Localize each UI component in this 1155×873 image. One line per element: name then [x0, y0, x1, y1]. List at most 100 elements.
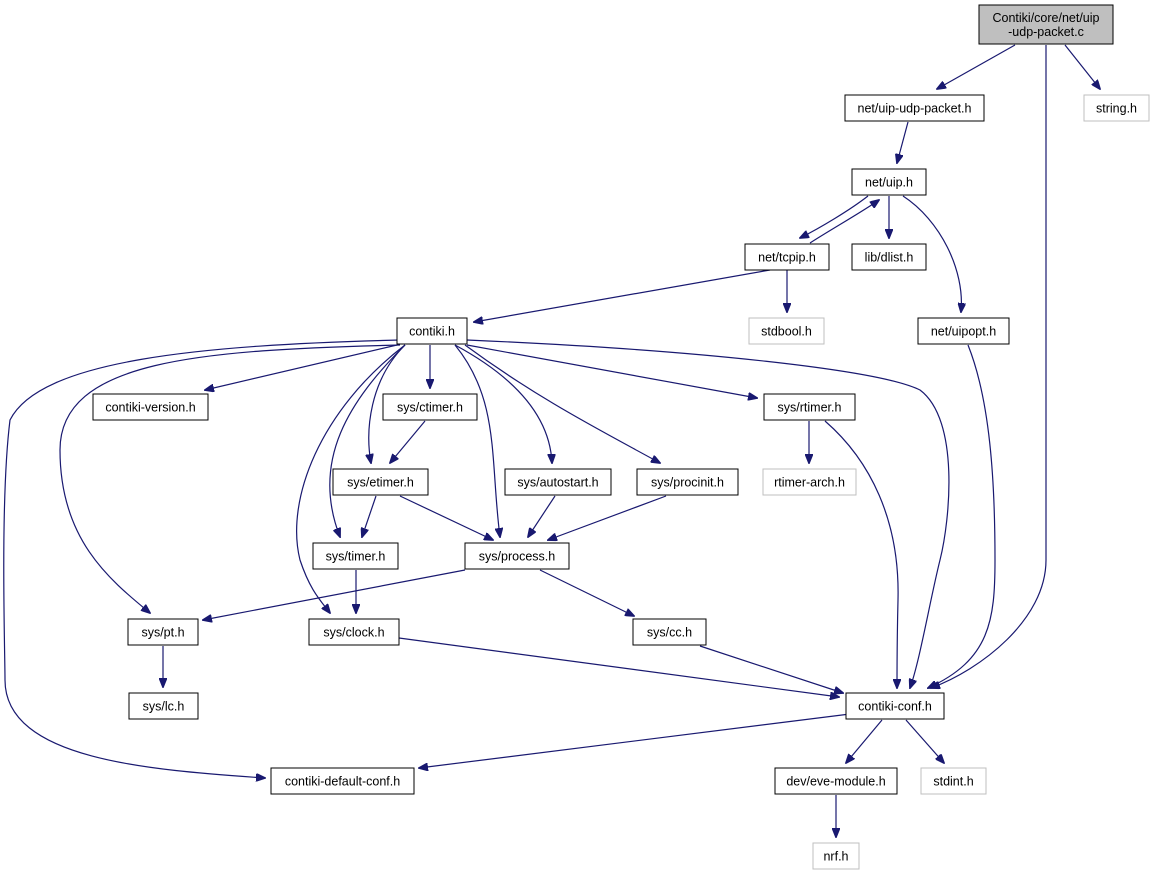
node-label: sys/ctimer.h [397, 401, 463, 415]
node-box [308, 618, 400, 646]
edge-uip-h-to-uipopt-h [902, 195, 961, 312]
file-nodes: Contiki/core/net/uip-udp-packet.c net/uip… [92, 4, 1150, 870]
node-autostart-h[interactable]: sys/autostart.h [504, 468, 612, 496]
node-eve-module-h[interactable]: dev/eve-module.h [774, 767, 898, 795]
node-box [978, 4, 1114, 45]
edge-etimer-h-to-timer-h [362, 495, 377, 537]
edge-etimer-h-to-process-h [399, 495, 493, 540]
node-box [312, 542, 399, 570]
node-label: sys/process.h [479, 550, 555, 564]
edge-rtimer-h-to-contiki-conf-h [824, 420, 898, 688]
edge-uipopt-h-to-contiki-conf-h [928, 344, 996, 688]
node-label: sys/etimer.h [347, 476, 414, 490]
node-label: sys/timer.h [326, 550, 386, 564]
edge-contiki-h-to-autostart-h [454, 344, 552, 463]
edge-contiki-conf-h-to-stdint-h [905, 719, 944, 763]
node-label: lib/dlist.h [865, 251, 914, 265]
node-label: contiki-conf.h [858, 700, 932, 714]
edge-uip-h-to-tcpip-h [800, 195, 869, 238]
node-label: net/uip.h [865, 176, 913, 190]
node-stdbool-h: stdbool.h [748, 317, 825, 345]
node-label: sys/lc.h [143, 700, 185, 714]
edge-contiki-h-to-timer-h [329, 344, 406, 537]
node-box [744, 243, 830, 271]
node-rtimer-arch-h: rtimer-arch.h [762, 468, 857, 496]
edge-contiki-h-to-procinit-h [464, 344, 660, 463]
node-box [332, 468, 429, 496]
node-box [762, 468, 857, 496]
node-dlist-h[interactable]: lib/dlist.h [851, 243, 927, 271]
node-root[interactable]: Contiki/core/net/uip-udp-packet.c [978, 4, 1114, 45]
edge-ctimer-h-to-etimer-h [390, 420, 426, 463]
edge-tcpip-h-to-uip-h [809, 200, 879, 244]
node-label: sys/clock.h [323, 626, 384, 640]
node-tcpip-h[interactable]: net/tcpip.h [744, 243, 830, 271]
node-cc-h[interactable]: sys/cc.h [632, 618, 707, 646]
node-box [504, 468, 612, 496]
node-label: sys/rtimer.h [778, 401, 842, 415]
edge-root-to-uip-udp-packet-h [937, 44, 1016, 89]
edge-contiki-h-to-clock-h [296, 344, 406, 613]
node-box [851, 168, 927, 196]
node-label: -udp-packet.c [1008, 25, 1084, 39]
node-clock-h[interactable]: sys/clock.h [308, 618, 400, 646]
node-label: contiki.h [409, 325, 455, 339]
node-label: stdbool.h [761, 325, 812, 339]
node-box [1083, 94, 1150, 122]
edge-cc-h-to-contiki-conf-h [699, 645, 843, 693]
edge-process-h-to-pt-h [203, 569, 466, 620]
node-box [270, 767, 415, 795]
node-box [396, 317, 468, 345]
edge-contiki-h-to-contiki-default-conf-h [3, 339, 401, 778]
node-box [464, 542, 570, 570]
edge-contiki-h-to-pt-h [59, 344, 401, 613]
node-label: stdint.h [933, 775, 973, 789]
node-uip-udp-packet-h[interactable]: net/uip-udp-packet.h [844, 94, 985, 122]
node-label: contiki-version.h [105, 401, 195, 415]
edge-contiki-conf-h-to-eve-module-h [846, 719, 883, 763]
node-contiki-default-conf-h[interactable]: contiki-default-conf.h [270, 767, 415, 795]
node-box [917, 317, 1010, 345]
node-box [382, 393, 478, 421]
node-box [844, 94, 985, 122]
edge-procinit-h-to-process-h [548, 495, 667, 540]
node-label: dev/eve-module.h [786, 775, 885, 789]
node-box [845, 692, 945, 720]
node-box [128, 692, 199, 720]
node-box [763, 393, 856, 421]
node-label: nrf.h [823, 850, 848, 864]
node-timer-h[interactable]: sys/timer.h [312, 542, 399, 570]
node-string-h: string.h [1083, 94, 1150, 122]
edge-contiki-h-to-contiki-version-h [205, 344, 398, 390]
node-pt-h[interactable]: sys/pt.h [127, 618, 199, 646]
node-contiki-version-h[interactable]: contiki-version.h [92, 393, 209, 421]
node-uip-h[interactable]: net/uip.h [851, 168, 927, 196]
node-uipopt-h[interactable]: net/uipopt.h [917, 317, 1010, 345]
node-procinit-h[interactable]: sys/procinit.h [636, 468, 739, 496]
node-stdint-h: stdint.h [920, 767, 987, 795]
dependency-edges [3, 44, 1100, 837]
node-label: net/uip-udp-packet.h [858, 102, 972, 116]
edge-contiki-conf-h-to-contiki-default-conf-h [419, 713, 851, 768]
node-label: Contiki/core/net/uip [992, 11, 1099, 25]
node-rtimer-h[interactable]: sys/rtimer.h [763, 393, 856, 421]
node-contiki-h[interactable]: contiki.h [396, 317, 468, 345]
node-lc-h[interactable]: sys/lc.h [128, 692, 199, 720]
node-label: net/tcpip.h [758, 251, 816, 265]
edge-uip-udp-packet-h-to-uip-h [897, 121, 909, 163]
node-contiki-conf-h[interactable]: contiki-conf.h [845, 692, 945, 720]
node-box [748, 317, 825, 345]
node-label: sys/procinit.h [651, 476, 724, 490]
node-box [774, 767, 898, 795]
node-ctimer-h[interactable]: sys/ctimer.h [382, 393, 478, 421]
node-nrf-h: nrf.h [812, 842, 860, 870]
edge-clock-h-to-contiki-conf-h [398, 637, 839, 697]
node-etimer-h[interactable]: sys/etimer.h [332, 468, 429, 496]
node-label: sys/autostart.h [517, 476, 598, 490]
node-label: string.h [1096, 102, 1137, 116]
node-label: sys/cc.h [647, 626, 692, 640]
edge-contiki-h-to-etimer-h [369, 344, 406, 463]
node-process-h[interactable]: sys/process.h [464, 542, 570, 570]
edge-contiki-h-to-process-h [454, 344, 500, 537]
